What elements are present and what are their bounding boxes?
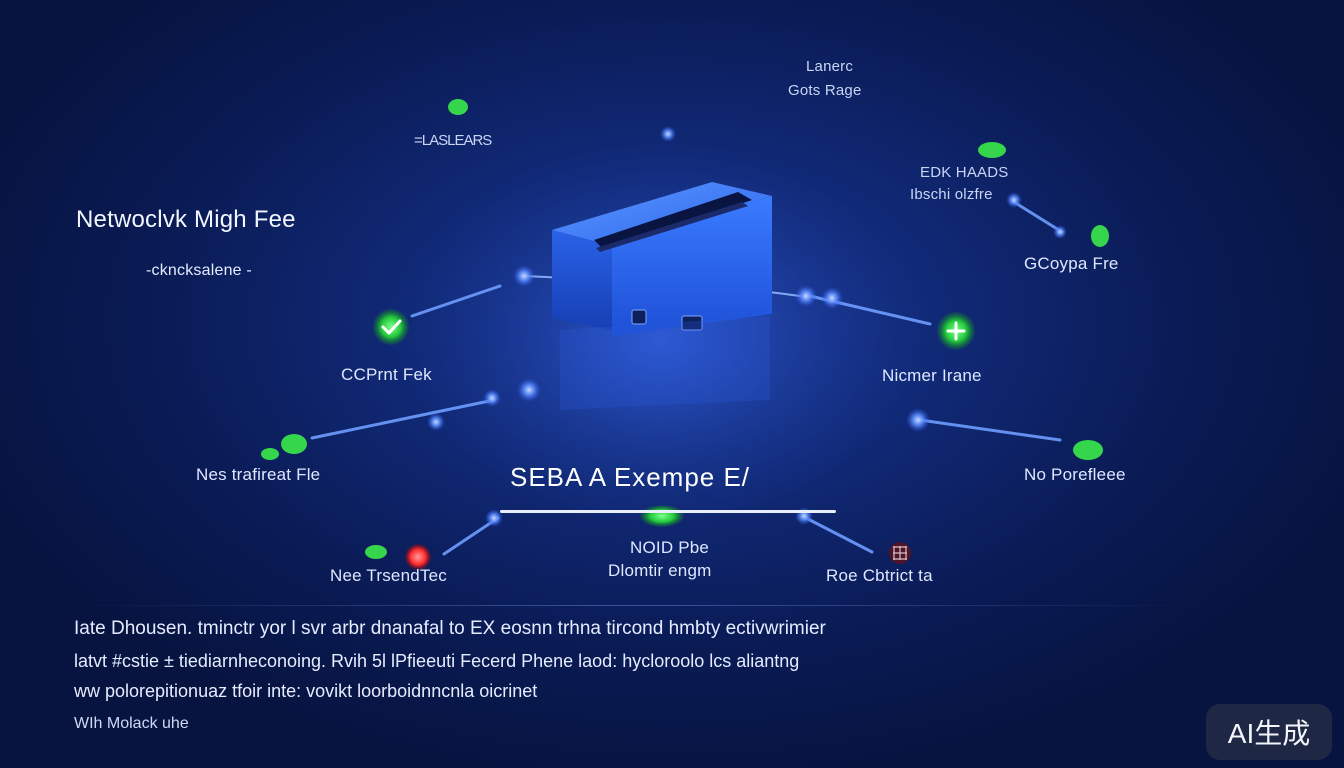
server-reflection: [560, 316, 770, 410]
node-glow-2: [795, 285, 817, 307]
node-label-nee: Nee TrsendTec: [330, 566, 447, 585]
top-left-scribble: =LASLEARS: [414, 132, 492, 149]
link-left-mid: [310, 398, 496, 440]
node-glow-5: [483, 389, 501, 407]
right-header-line1: EDK HAADS: [920, 164, 1009, 181]
node-glow-6: [427, 413, 445, 431]
node-label-ccp: CCPrnt Fek: [341, 365, 432, 384]
green-leaf-icon-5: [261, 448, 279, 460]
server-front-face: [552, 230, 612, 330]
right-header-line2: Ibschi olzfre: [910, 186, 993, 203]
diagram-title: Netwoclvk Migh Fee: [76, 206, 296, 233]
node-glow-8: [485, 509, 503, 527]
node-label-nicmer: Nicmer Irane: [882, 366, 982, 385]
center-sub-2: Dlomtir engm: [608, 561, 712, 580]
link-right-lower: [804, 516, 874, 554]
node-label-gcoy: GCoypa Fre: [1024, 254, 1119, 273]
plus-icon: [937, 312, 975, 350]
center-green-glow-icon: [640, 505, 684, 527]
node-label-noport: No Porefleee: [1024, 465, 1126, 484]
node-label-nes: Nes trafireat Fle: [196, 465, 321, 484]
node-glow-4: [517, 378, 541, 402]
node-glow-12: [1053, 225, 1067, 239]
green-leaf-icon-4: [281, 434, 307, 454]
node-glow-1: [513, 265, 535, 287]
server-right-face: [612, 196, 772, 336]
top-right-label-1: Lanerc: [806, 58, 854, 75]
glow-nodes: [427, 126, 1067, 527]
node-glow-3: [821, 287, 843, 309]
node-glow-7: [906, 408, 930, 432]
paragraph-line-3: ww polorepitionuaz tfoir inte: vovikt lo…: [74, 681, 538, 701]
link-left-upper: [410, 284, 502, 318]
server-top-face: [552, 182, 772, 246]
server-port-1: [631, 309, 647, 325]
node-glow-11: [1006, 192, 1022, 208]
green-leaf-icon-7: [365, 545, 387, 559]
center-title: SEBA A Exempe E/: [510, 462, 751, 492]
green-leaf-icon-6: [1073, 440, 1103, 460]
status-icons: [261, 99, 1109, 570]
link-right-mid: [918, 418, 1062, 442]
server-antennas: [617, 60, 694, 220]
node-label-roe: Roe Cbtrict ta: [826, 566, 933, 585]
red-alert-icon: [405, 544, 431, 570]
top-right-label-2: Gots Rage: [788, 82, 862, 99]
green-leaf-icon-2: [978, 142, 1006, 158]
green-leaf-icon-1: [448, 99, 468, 115]
server-box: [552, 182, 772, 410]
server-port-2: [681, 315, 703, 331]
server-slot: [594, 192, 752, 250]
check-icon: [373, 309, 409, 345]
center-sub-1: NOID Pbe: [630, 538, 710, 557]
server-slot-2: [596, 202, 748, 252]
paragraph-line-2: latvt #cstie ± tiediarnheconoing. Rvih 5…: [74, 651, 800, 671]
link-top-right: [1012, 200, 1064, 234]
paragraph-line-1: Iate Dhousen. tminctr yor l svr arbr dna…: [74, 618, 826, 639]
center-title-underline: [500, 510, 836, 513]
green-leaf-icon-3: [1091, 225, 1109, 247]
diagram-subtitle: -ckncksalene -: [146, 262, 252, 279]
ai-generated-watermark: AI生成: [1206, 704, 1332, 760]
node-glow-10: [660, 126, 676, 142]
grid-chip-icon: [889, 542, 911, 564]
paragraph-line-4: WIh Molack uhe: [74, 715, 189, 732]
bottom-divider: [70, 605, 1200, 606]
